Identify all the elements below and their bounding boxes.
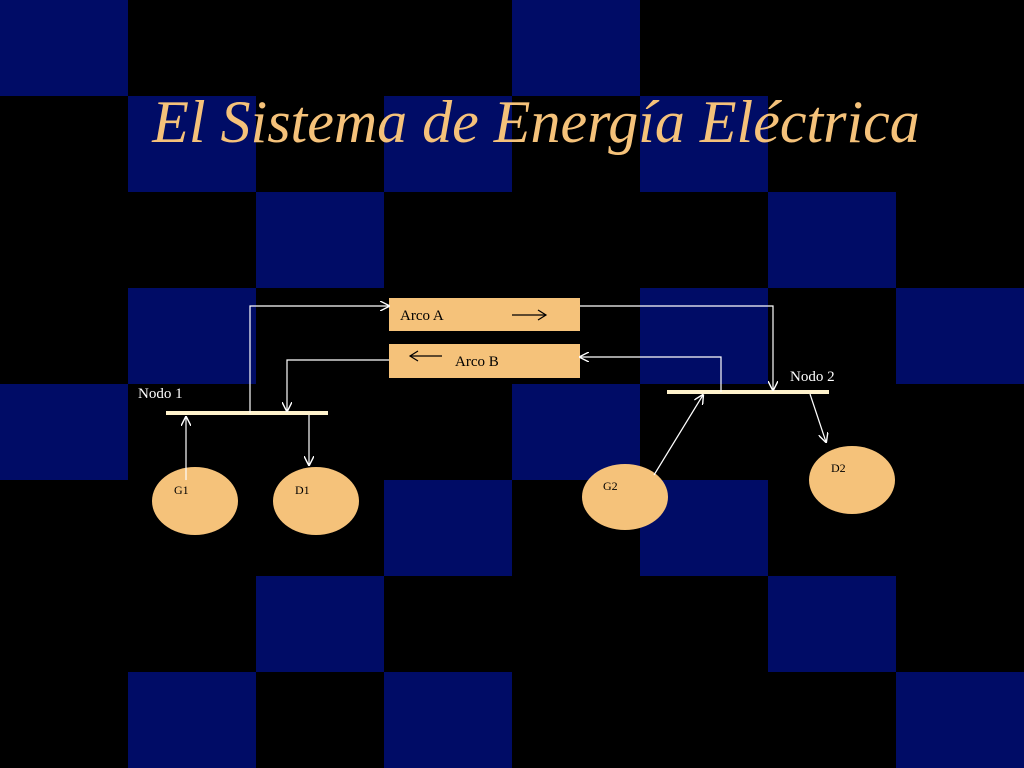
demand-d1 bbox=[273, 467, 359, 535]
arc-a-arrowhead bbox=[537, 309, 548, 321]
slide-title: El Sistema de Energía Eléctrica bbox=[152, 89, 920, 155]
background-tile bbox=[384, 672, 512, 768]
arc-a-label: Arco A bbox=[400, 308, 444, 324]
background-tile bbox=[640, 288, 768, 384]
connector-node2-to-d2 bbox=[809, 393, 826, 442]
background-tile bbox=[896, 672, 1024, 768]
background-tile bbox=[128, 288, 256, 384]
background-tile bbox=[512, 0, 640, 96]
generator-g1 bbox=[152, 467, 238, 535]
d1-label: D1 bbox=[295, 483, 310, 497]
background-tile bbox=[0, 0, 128, 96]
d2-label: D2 bbox=[831, 461, 846, 475]
background-tile bbox=[384, 96, 512, 192]
background-tile bbox=[896, 288, 1024, 384]
arc-b-arrowhead bbox=[408, 350, 419, 362]
g2-label: G2 bbox=[603, 479, 618, 493]
background-tile bbox=[128, 96, 256, 192]
background-tile bbox=[768, 192, 896, 288]
background-tile bbox=[640, 96, 768, 192]
node-1-label: Nodo 1 bbox=[138, 386, 183, 402]
background-tile bbox=[256, 192, 384, 288]
arc-b-box bbox=[389, 344, 580, 378]
background-tile bbox=[0, 384, 128, 480]
node-2-label: Nodo 2 bbox=[790, 369, 835, 385]
background-tile bbox=[512, 384, 640, 480]
arc-b-label: Arco B bbox=[455, 354, 499, 370]
generator-g2 bbox=[582, 464, 668, 530]
demand-d2 bbox=[809, 446, 895, 514]
connector-arc-a-to-node2 bbox=[580, 305, 773, 390]
background-tile bbox=[384, 480, 512, 576]
background-tile bbox=[768, 576, 896, 672]
connector-arc-b-to-node1 bbox=[287, 359, 389, 411]
g1-label: G1 bbox=[174, 483, 189, 497]
background-tile bbox=[256, 576, 384, 672]
connector-node1-to-arc-a bbox=[249, 306, 389, 413]
connector-g2-to-node2 bbox=[653, 395, 703, 476]
background-tile bbox=[128, 672, 256, 768]
connector-node2-to-arc-b bbox=[580, 357, 722, 392]
arc-a-box bbox=[389, 298, 580, 331]
